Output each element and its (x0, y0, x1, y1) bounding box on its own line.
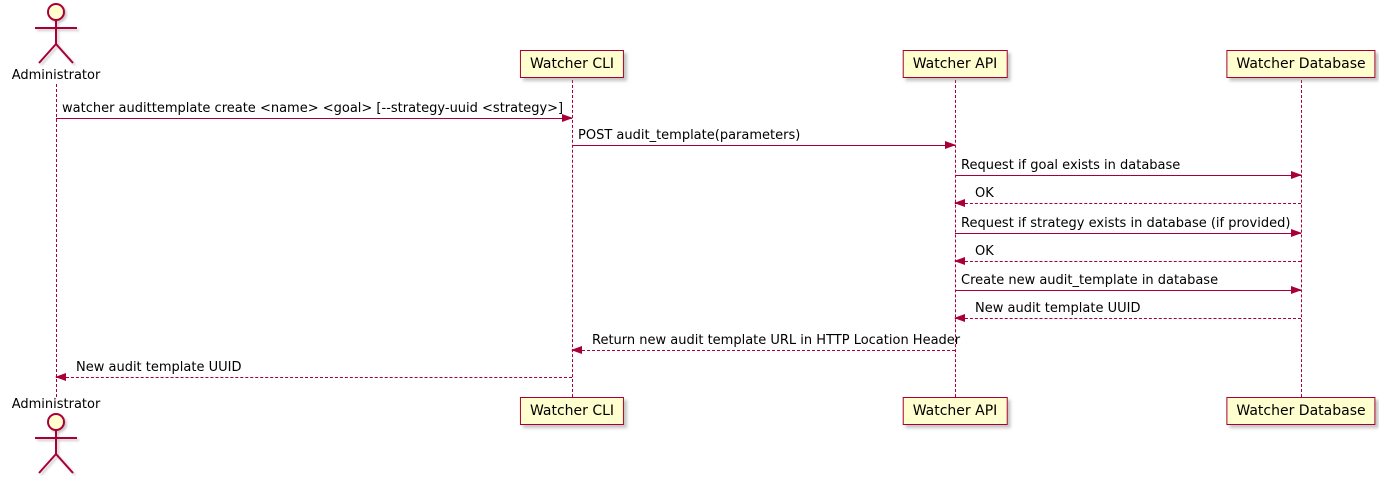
message-label: OK (975, 244, 994, 259)
message-arrow (954, 198, 1301, 207)
message-label: Request if strategy exists in database (… (961, 216, 1291, 231)
message-new-uuid-to-admin: New audit template UUID (55, 360, 572, 381)
message-arrow (954, 313, 1301, 322)
message-arrow (954, 256, 1301, 265)
actor-label-bottom: Administrator (11, 397, 101, 412)
message-label: New audit template UUID (975, 301, 1141, 316)
message-arrow (955, 170, 1302, 179)
message-label: OK (975, 186, 994, 201)
participant-watcher-cli-top: Watcher CLI (519, 50, 625, 78)
participant-watcher-api-bottom: Watcher API (902, 397, 1008, 425)
actor-icon (35, 413, 77, 474)
message-request-strategy-exists: Request if strategy exists in database (… (955, 216, 1302, 237)
participant-watcher-database-bottom: Watcher Database (1226, 397, 1376, 425)
participant-watcher-cli-bottom: Watcher CLI (519, 397, 625, 425)
message-ok-goal: OK (954, 186, 1301, 207)
message-arrow (572, 140, 956, 149)
lifeline-watcher-api (955, 80, 956, 397)
participant-watcher-api-top: Watcher API (902, 50, 1008, 78)
message-new-uuid-from-db: New audit template UUID (954, 301, 1301, 322)
message-request-goal-exists: Request if goal exists in database (955, 158, 1302, 179)
message-label: watcher audittemplate create <name> <goa… (62, 101, 564, 116)
message-create-in-database: Create new audit_template in database (955, 273, 1302, 294)
participant-watcher-database-top: Watcher Database (1226, 50, 1376, 78)
message-label: Create new audit_template in database (961, 273, 1219, 288)
message-arrow (955, 228, 1302, 237)
actor-label-top: Administrator (11, 68, 101, 83)
message-ok-strategy: OK (954, 244, 1301, 265)
lifeline-administrator (56, 84, 57, 397)
lifeline-watcher-database (1301, 80, 1302, 397)
lifeline-watcher-cli (572, 80, 573, 397)
message-arrow (571, 345, 955, 354)
message-label: Request if goal exists in database (961, 158, 1181, 173)
message-label: POST audit_template(parameters) (578, 128, 801, 143)
message-post-audit-template: POST audit_template(parameters) (572, 128, 956, 149)
message-create-audittemplate: watcher audittemplate create <name> <goa… (56, 101, 573, 122)
message-return-url-location-header: Return new audit template URL in HTTP Lo… (571, 333, 961, 354)
message-arrow (955, 285, 1302, 294)
message-arrow (55, 372, 572, 381)
message-arrow (56, 113, 573, 122)
message-label: New audit template UUID (76, 360, 242, 375)
actor-icon (35, 3, 77, 64)
message-label: Return new audit template URL in HTTP Lo… (592, 333, 961, 348)
